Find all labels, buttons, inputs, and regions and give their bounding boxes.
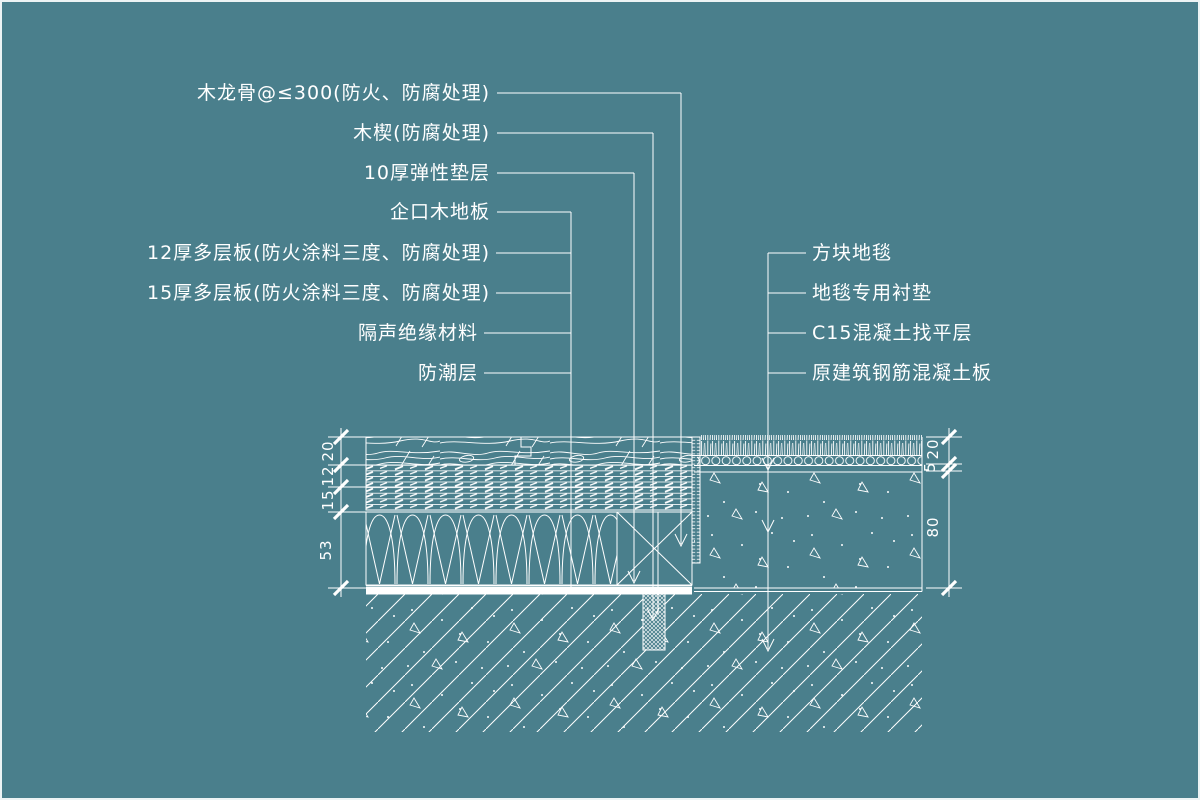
- label-plywood-15: 15厚多层板(防火涂料三度、防腐处理): [146, 282, 490, 304]
- dim-ticks: [332, 428, 350, 597]
- wood-floor-assembly: [365, 436, 693, 586]
- dim-ticks: [940, 428, 958, 597]
- dimension-chain-right: [926, 428, 962, 597]
- arrowhead: [761, 457, 775, 472]
- label-carpet-underlay: 地毯专用衬垫: [812, 282, 933, 304]
- label-plywood-12: 12厚多层板(防火涂料三度、防腐处理): [146, 242, 490, 264]
- dim-left-53: 53: [317, 539, 335, 561]
- arrowhead: [761, 638, 775, 653]
- label-carpet-tile: 方块地毯: [812, 242, 893, 264]
- label-moisture-barrier: 防潮层: [417, 362, 478, 384]
- sound-insulation-layer: [365, 511, 618, 586]
- arrowhead: [627, 570, 641, 585]
- label-sound-insulation: 隔声绝缘材料: [357, 322, 478, 344]
- arrowhead: [761, 519, 775, 534]
- dim-right-80: 80: [924, 516, 942, 538]
- moisture-barrier-band: [366, 586, 692, 595]
- carpet-pile-layer: [700, 435, 922, 455]
- label-structural-slab: 原建筑钢筋混凝土板: [812, 362, 993, 384]
- dimension-chain-left: [328, 428, 366, 597]
- c15-concrete-layer: [694, 472, 922, 588]
- wood-floor-layer: [365, 436, 693, 466]
- arrowhead: [674, 533, 688, 548]
- plywood-12-layer: [365, 464, 693, 488]
- leader-lines-left: [484, 92, 688, 622]
- dim-left-15: 15: [319, 489, 337, 511]
- label-elastic-cushion: 10厚弹性垫层: [363, 162, 490, 184]
- plywood-15-layer: [365, 486, 693, 511]
- wood-wedge-block: [642, 593, 666, 651]
- label-wood-keel: 木龙骨@≤300(防火、防腐处理): [196, 82, 490, 104]
- label-c15-leveling: C15混凝土找平层: [812, 322, 973, 344]
- carpet-assembly: [692, 435, 923, 592]
- edge-closure-strip: [691, 436, 701, 564]
- leader-lines-right: [761, 252, 806, 653]
- label-wood-wedge: 木楔(防腐处理): [353, 122, 490, 144]
- label-tongue-groove-floor: 企口木地板: [389, 201, 490, 223]
- tongue-groove-joint: [514, 437, 532, 465]
- arrowhead: [646, 607, 660, 622]
- carpet-underlay-layer: [697, 456, 922, 466]
- dim-right-5: 5: [921, 461, 939, 473]
